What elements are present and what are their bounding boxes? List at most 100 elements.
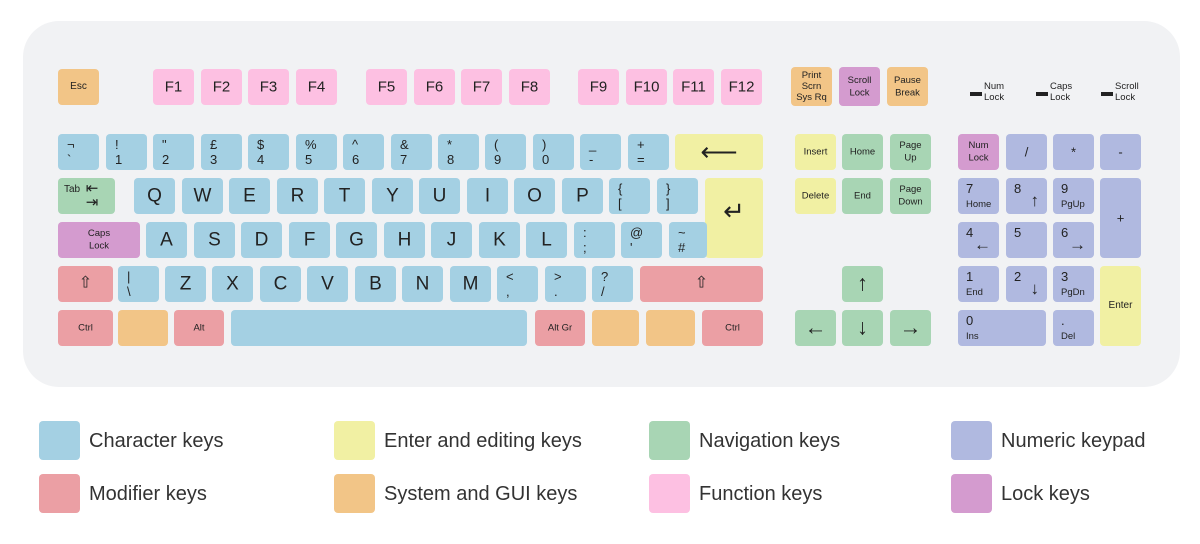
key-insert[interactable]: Insert — [795, 134, 836, 170]
key-esc[interactable]: Esc — [58, 69, 99, 105]
key-left-ctrl[interactable]: Ctrl — [58, 310, 113, 346]
key-q[interactable]: Q — [134, 178, 175, 214]
key-numpad-slash[interactable]: / — [1006, 134, 1047, 170]
key-numpad-star[interactable]: * — [1053, 134, 1094, 170]
key-7[interactable]: &7 — [391, 134, 432, 170]
key-right-arrow[interactable]: → — [890, 310, 931, 346]
key-right-bracket[interactable]: }] — [657, 178, 698, 214]
key-e[interactable]: E — [229, 178, 270, 214]
key-a[interactable]: A — [146, 222, 187, 258]
key-z[interactable]: Z — [165, 266, 206, 302]
key-enter[interactable]: ↵ — [705, 178, 763, 258]
key-left-bracket[interactable]: {[ — [609, 178, 650, 214]
key-f[interactable]: F — [289, 222, 330, 258]
key-o[interactable]: O — [514, 178, 555, 214]
key-grave[interactable]: ¬` — [58, 134, 99, 170]
key-f2[interactable]: F2 — [201, 69, 242, 105]
key-k[interactable]: K — [479, 222, 520, 258]
key-f10[interactable]: F10 — [626, 69, 667, 105]
key-f3[interactable]: F3 — [248, 69, 289, 105]
key-slash[interactable]: ?/ — [592, 266, 633, 302]
key-g[interactable]: G — [336, 222, 377, 258]
key-semicolon[interactable]: :; — [574, 222, 615, 258]
key-i[interactable]: I — [467, 178, 508, 214]
key-f8[interactable]: F8 — [509, 69, 550, 105]
key-f9[interactable]: F9 — [578, 69, 619, 105]
key-numpad-4[interactable]: 4← — [958, 222, 999, 258]
key-1[interactable]: !1 — [106, 134, 147, 170]
key-numpad-plus[interactable]: + — [1100, 178, 1141, 258]
key-right-gui[interactable] — [592, 310, 639, 346]
key-equals[interactable]: += — [628, 134, 669, 170]
key-6[interactable]: ^6 — [343, 134, 384, 170]
key-f11[interactable]: F11 — [673, 69, 714, 105]
key-2[interactable]: "2 — [153, 134, 194, 170]
key-h[interactable]: H — [384, 222, 425, 258]
key-v[interactable]: V — [307, 266, 348, 302]
key-numpad-enter[interactable]: Enter — [1100, 266, 1141, 346]
key-right-ctrl[interactable]: Ctrl — [702, 310, 763, 346]
key-p[interactable]: P — [562, 178, 603, 214]
key-3[interactable]: £3 — [201, 134, 242, 170]
key-numpad-2[interactable]: 2↓ — [1006, 266, 1047, 302]
key-down-arrow[interactable]: ↓ — [842, 310, 883, 346]
key-backspace[interactable]: ⟵ — [675, 134, 763, 170]
key-y[interactable]: Y — [372, 178, 413, 214]
key-f4[interactable]: F4 — [296, 69, 337, 105]
key-comma[interactable]: <, — [497, 266, 538, 302]
key-u[interactable]: U — [419, 178, 460, 214]
key-l[interactable]: L — [526, 222, 567, 258]
key-numpad-6[interactable]: 6→ — [1053, 222, 1094, 258]
key-backslash[interactable]: |\ — [118, 266, 159, 302]
key-numpad-8[interactable]: 8↑ — [1006, 178, 1047, 214]
key-left-arrow[interactable]: ← — [795, 310, 836, 346]
key-n[interactable]: N — [402, 266, 443, 302]
key-r[interactable]: R — [277, 178, 318, 214]
key-numpad-5[interactable]: 5 — [1006, 222, 1047, 258]
key-left-shift[interactable]: ⇧ — [58, 266, 113, 302]
key-m[interactable]: M — [450, 266, 491, 302]
key-period[interactable]: >. — [545, 266, 586, 302]
key-0[interactable]: )0 — [533, 134, 574, 170]
key-numpad-dot[interactable]: .Del — [1053, 310, 1094, 346]
key-minus[interactable]: _- — [580, 134, 621, 170]
key-f7[interactable]: F7 — [461, 69, 502, 105]
key-home[interactable]: Home — [842, 134, 883, 170]
key-4[interactable]: $4 — [248, 134, 289, 170]
key-alt-gr[interactable]: Alt Gr — [535, 310, 585, 346]
key-space[interactable] — [231, 310, 527, 346]
key-b[interactable]: B — [355, 266, 396, 302]
key-f12[interactable]: F12 — [721, 69, 762, 105]
key-end[interactable]: End — [842, 178, 883, 214]
key-w[interactable]: W — [182, 178, 223, 214]
key-delete[interactable]: Delete — [795, 178, 836, 214]
key-t[interactable]: T — [324, 178, 365, 214]
key-8[interactable]: *8 — [438, 134, 479, 170]
key-quote[interactable]: @' — [621, 222, 662, 258]
key-hash[interactable]: ~# — [669, 222, 707, 258]
key-f1[interactable]: F1 — [153, 69, 194, 105]
key-numpad-minus[interactable]: - — [1100, 134, 1141, 170]
key-c[interactable]: C — [260, 266, 301, 302]
key-f5[interactable]: F5 — [366, 69, 407, 105]
key-d[interactable]: D — [241, 222, 282, 258]
key-menu[interactable] — [646, 310, 695, 346]
key-right-shift[interactable]: ⇧ — [640, 266, 763, 302]
key-f6[interactable]: F6 — [414, 69, 455, 105]
key-j[interactable]: J — [431, 222, 472, 258]
key-5[interactable]: %5 — [296, 134, 337, 170]
key-x[interactable]: X — [212, 266, 253, 302]
key-left-gui[interactable] — [118, 310, 168, 346]
